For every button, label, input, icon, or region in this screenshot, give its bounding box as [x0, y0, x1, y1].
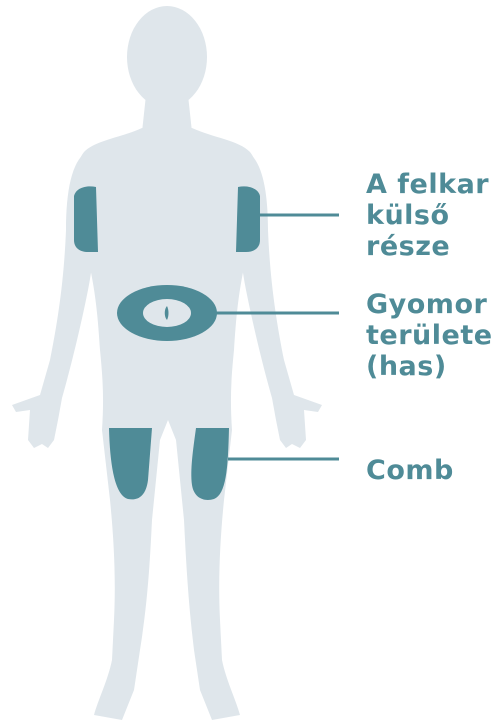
torso-and-legs [74, 128, 260, 720]
thigh-label: Comb [366, 455, 454, 486]
stomach-label-line: (has) [366, 351, 493, 382]
head [127, 6, 207, 108]
neck [142, 95, 192, 132]
upper-arm-label-line: külső [366, 200, 489, 231]
upper-arm-label-line: része [366, 231, 489, 262]
upper-arm-label: A felkar külső része [366, 169, 489, 262]
left-upper-arm-zone [74, 186, 98, 252]
stomach-label-line: Gyomor [366, 289, 493, 320]
body-silhouette [12, 6, 322, 720]
upper-arm-label-line: A felkar [366, 169, 489, 200]
right-upper-arm-zone [236, 186, 260, 252]
thigh-label-line: Comb [366, 455, 454, 486]
stomach-label-line: területe [366, 320, 493, 351]
stomach-label: Gyomor területe (has) [366, 289, 493, 382]
